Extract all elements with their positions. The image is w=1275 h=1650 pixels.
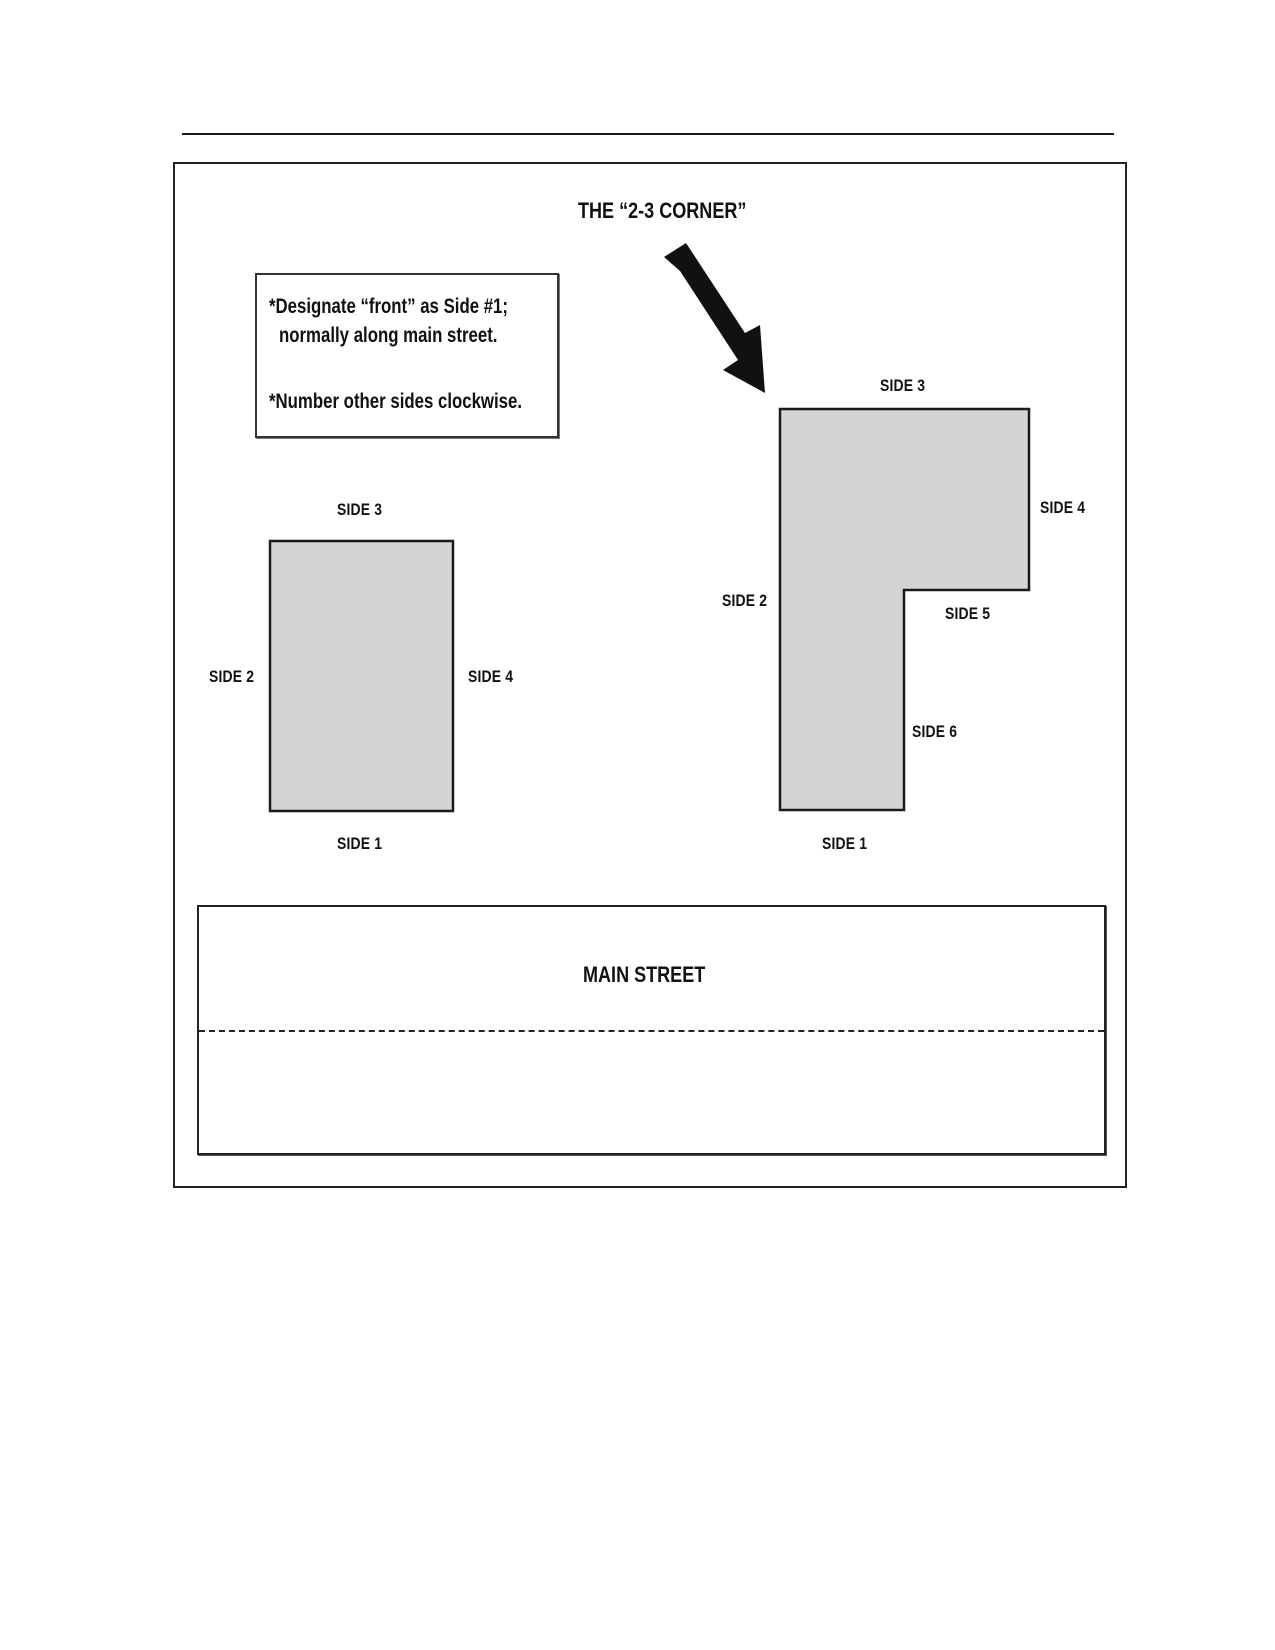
rect-side1-label: SIDE 1 <box>337 834 383 853</box>
rect-side3-label: SIDE 3 <box>337 500 383 519</box>
top-rule <box>182 133 1114 135</box>
corner-title: THE “2-3 CORNER” <box>578 198 747 223</box>
note-line-3: *Number other sides clockwise. <box>269 390 523 413</box>
l-side5-label: SIDE 5 <box>945 604 991 623</box>
l-side2-label: SIDE 2 <box>722 591 768 610</box>
rect-side4-label: SIDE 4 <box>468 667 514 686</box>
l-shaped-building <box>778 407 1031 812</box>
diagram-frame <box>173 162 1127 1188</box>
corner-arrow-icon <box>664 243 765 393</box>
note-line-2: normally along main street. <box>279 324 498 347</box>
l-side6-label: SIDE 6 <box>912 722 958 741</box>
l-side3-label: SIDE 3 <box>880 376 926 395</box>
instruction-note-box: *Designate “front” as Side #1; normally … <box>255 273 559 438</box>
l-side1-label: SIDE 1 <box>822 834 868 853</box>
street-center-line <box>199 1030 1104 1032</box>
l-side4-label: SIDE 4 <box>1040 498 1086 517</box>
rect-side2-label: SIDE 2 <box>209 667 255 686</box>
main-street-label: MAIN STREET <box>583 962 706 987</box>
rectangle-building <box>268 539 455 813</box>
main-street-box: MAIN STREET <box>197 905 1106 1155</box>
note-line-1: *Designate “front” as Side #1; <box>269 295 508 318</box>
